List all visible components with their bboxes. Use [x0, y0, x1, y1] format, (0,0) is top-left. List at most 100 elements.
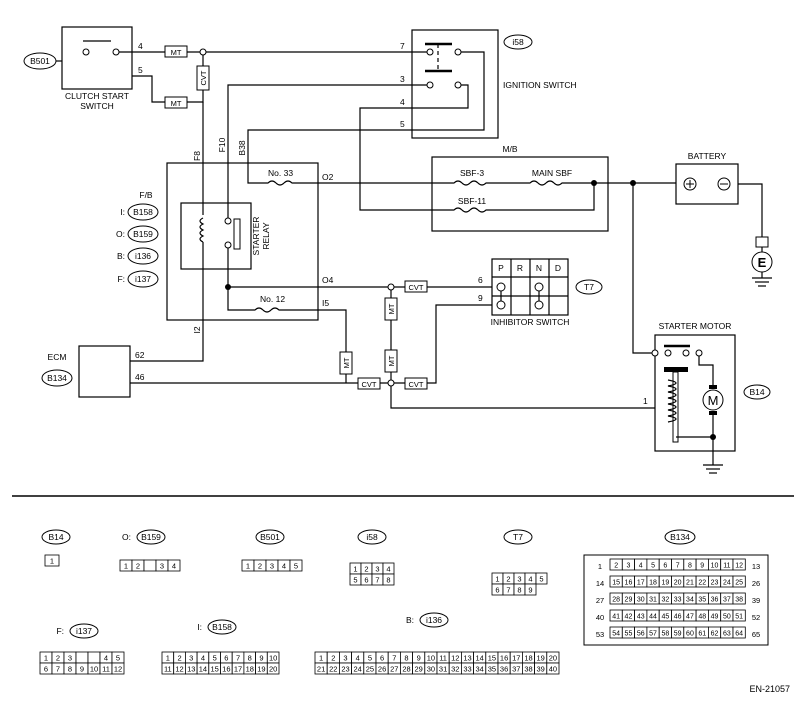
svg-text:MT: MT: [387, 303, 396, 314]
pin-label: 13: [463, 654, 471, 663]
svg-text:R: R: [517, 263, 523, 273]
svg-text:STARTER MOTOR: STARTER MOTOR: [659, 321, 732, 331]
pin-label: 11: [164, 665, 172, 674]
pin-label: 9: [80, 665, 84, 674]
pin-label: 8: [517, 586, 521, 595]
svg-text:N: N: [536, 263, 542, 273]
pin-label: 23: [711, 580, 719, 587]
inhibitor-switch: P R N D INHIBITOR SWITCH: [491, 258, 569, 327]
pin-label: 25: [735, 580, 743, 587]
connector-tag-b159: O: B159: [116, 225, 159, 243]
svg-text:MT: MT: [387, 355, 396, 366]
pin-label: 37: [723, 597, 731, 604]
pin-label: 2: [364, 565, 368, 574]
pin-label: 7: [676, 563, 680, 570]
svg-text:M/B: M/B: [502, 144, 517, 154]
pin-label: 1: [598, 562, 602, 571]
svg-text:MT: MT: [171, 99, 182, 108]
pin-label: 31: [649, 597, 657, 604]
ground-e: E: [751, 236, 773, 287]
svg-text:5: 5: [138, 65, 143, 75]
svg-text:F8: F8: [192, 151, 202, 161]
svg-text:STARTER: STARTER: [251, 217, 261, 256]
svg-text:B14: B14: [749, 387, 764, 397]
svg-text:B159: B159: [141, 532, 161, 542]
pin-label: 40: [549, 665, 557, 674]
svg-text:CVT: CVT: [199, 70, 208, 85]
svg-text:MAIN SBF: MAIN SBF: [532, 168, 572, 178]
pin-label: 50: [723, 614, 731, 621]
pin-label: 42: [625, 614, 633, 621]
svg-text:4: 4: [400, 97, 405, 107]
svg-text:i136: i136: [135, 251, 151, 261]
pin-label: 16: [222, 665, 230, 674]
pin-label: 10: [269, 654, 277, 663]
pin-label: 36: [500, 665, 508, 674]
pin-label: 2: [331, 654, 335, 663]
pin-label: 32: [661, 597, 669, 604]
pin-label: 4: [282, 562, 286, 571]
pin-label: 6: [663, 563, 667, 570]
pin-label: 27: [596, 596, 604, 605]
pin-label: 10: [90, 665, 98, 674]
pin-label: 47: [686, 614, 694, 621]
pin-label: 64: [735, 631, 743, 638]
pin-label: 21: [686, 580, 694, 587]
svg-text:CVT: CVT: [409, 283, 424, 292]
pin-label: 5: [294, 562, 298, 571]
pin-label: 20: [269, 665, 277, 674]
svg-text:B:: B:: [117, 251, 125, 261]
pin-label: 1: [353, 565, 357, 574]
pin-label: 35: [488, 665, 496, 674]
pin-label: 45: [661, 614, 669, 621]
pin-label: 18: [524, 654, 532, 663]
pin-label: 18: [649, 580, 657, 587]
connector-tag-i136: B: i136: [117, 247, 159, 265]
pin-label: 16: [500, 654, 508, 663]
pin-label: 5: [353, 576, 357, 585]
pin-label: 30: [427, 665, 435, 674]
pin-label: 33: [463, 665, 471, 674]
svg-text:M: M: [708, 393, 719, 408]
pin-label: 3: [160, 562, 164, 571]
ecm: ECM B134: [41, 345, 131, 398]
svg-text:I2: I2: [192, 326, 202, 333]
pin-label: 1: [44, 654, 48, 663]
connector-tag-b158: I: B158: [120, 203, 159, 221]
pin-label: 3: [68, 654, 72, 663]
connector-tag-b501: B501: [23, 52, 57, 70]
svg-text:i136: i136: [426, 615, 442, 625]
clutch-start-switch-label-2: SWITCH: [80, 101, 114, 111]
pin-label: 65: [752, 630, 760, 639]
pin-label: 4: [104, 654, 108, 663]
pin-label: 3: [375, 565, 379, 574]
svg-text:3: 3: [400, 74, 405, 84]
pin-label: 43: [637, 614, 645, 621]
pin-label: 3: [517, 575, 521, 584]
pin-label: 48: [698, 614, 706, 621]
pin-label: 4: [172, 562, 176, 571]
pin-label: 54: [612, 631, 620, 638]
pin-label: 60: [686, 631, 694, 638]
svg-text:CVT: CVT: [362, 380, 377, 389]
pin-label: 13: [752, 562, 760, 571]
pin-label: 1: [50, 557, 54, 566]
pin-label: 7: [392, 654, 396, 663]
svg-text:7: 7: [400, 41, 405, 51]
svg-text:MT: MT: [171, 48, 182, 57]
clutch-start-switch: CLUTCH START SWITCH: [61, 26, 133, 111]
svg-text:46: 46: [135, 372, 145, 382]
pin-label: 38: [735, 597, 743, 604]
svg-text:I:: I:: [120, 207, 125, 217]
svg-text:T7: T7: [584, 282, 594, 292]
pin-label: 34: [476, 665, 484, 674]
pin-label: 6: [364, 576, 368, 585]
pin-label: 5: [213, 654, 217, 663]
connector-tag-t7: T7: [575, 279, 603, 295]
pin-label: 61: [698, 631, 706, 638]
pin-label: 26: [752, 579, 760, 588]
svg-text:9: 9: [478, 293, 483, 303]
svg-text:i58: i58: [366, 532, 378, 542]
